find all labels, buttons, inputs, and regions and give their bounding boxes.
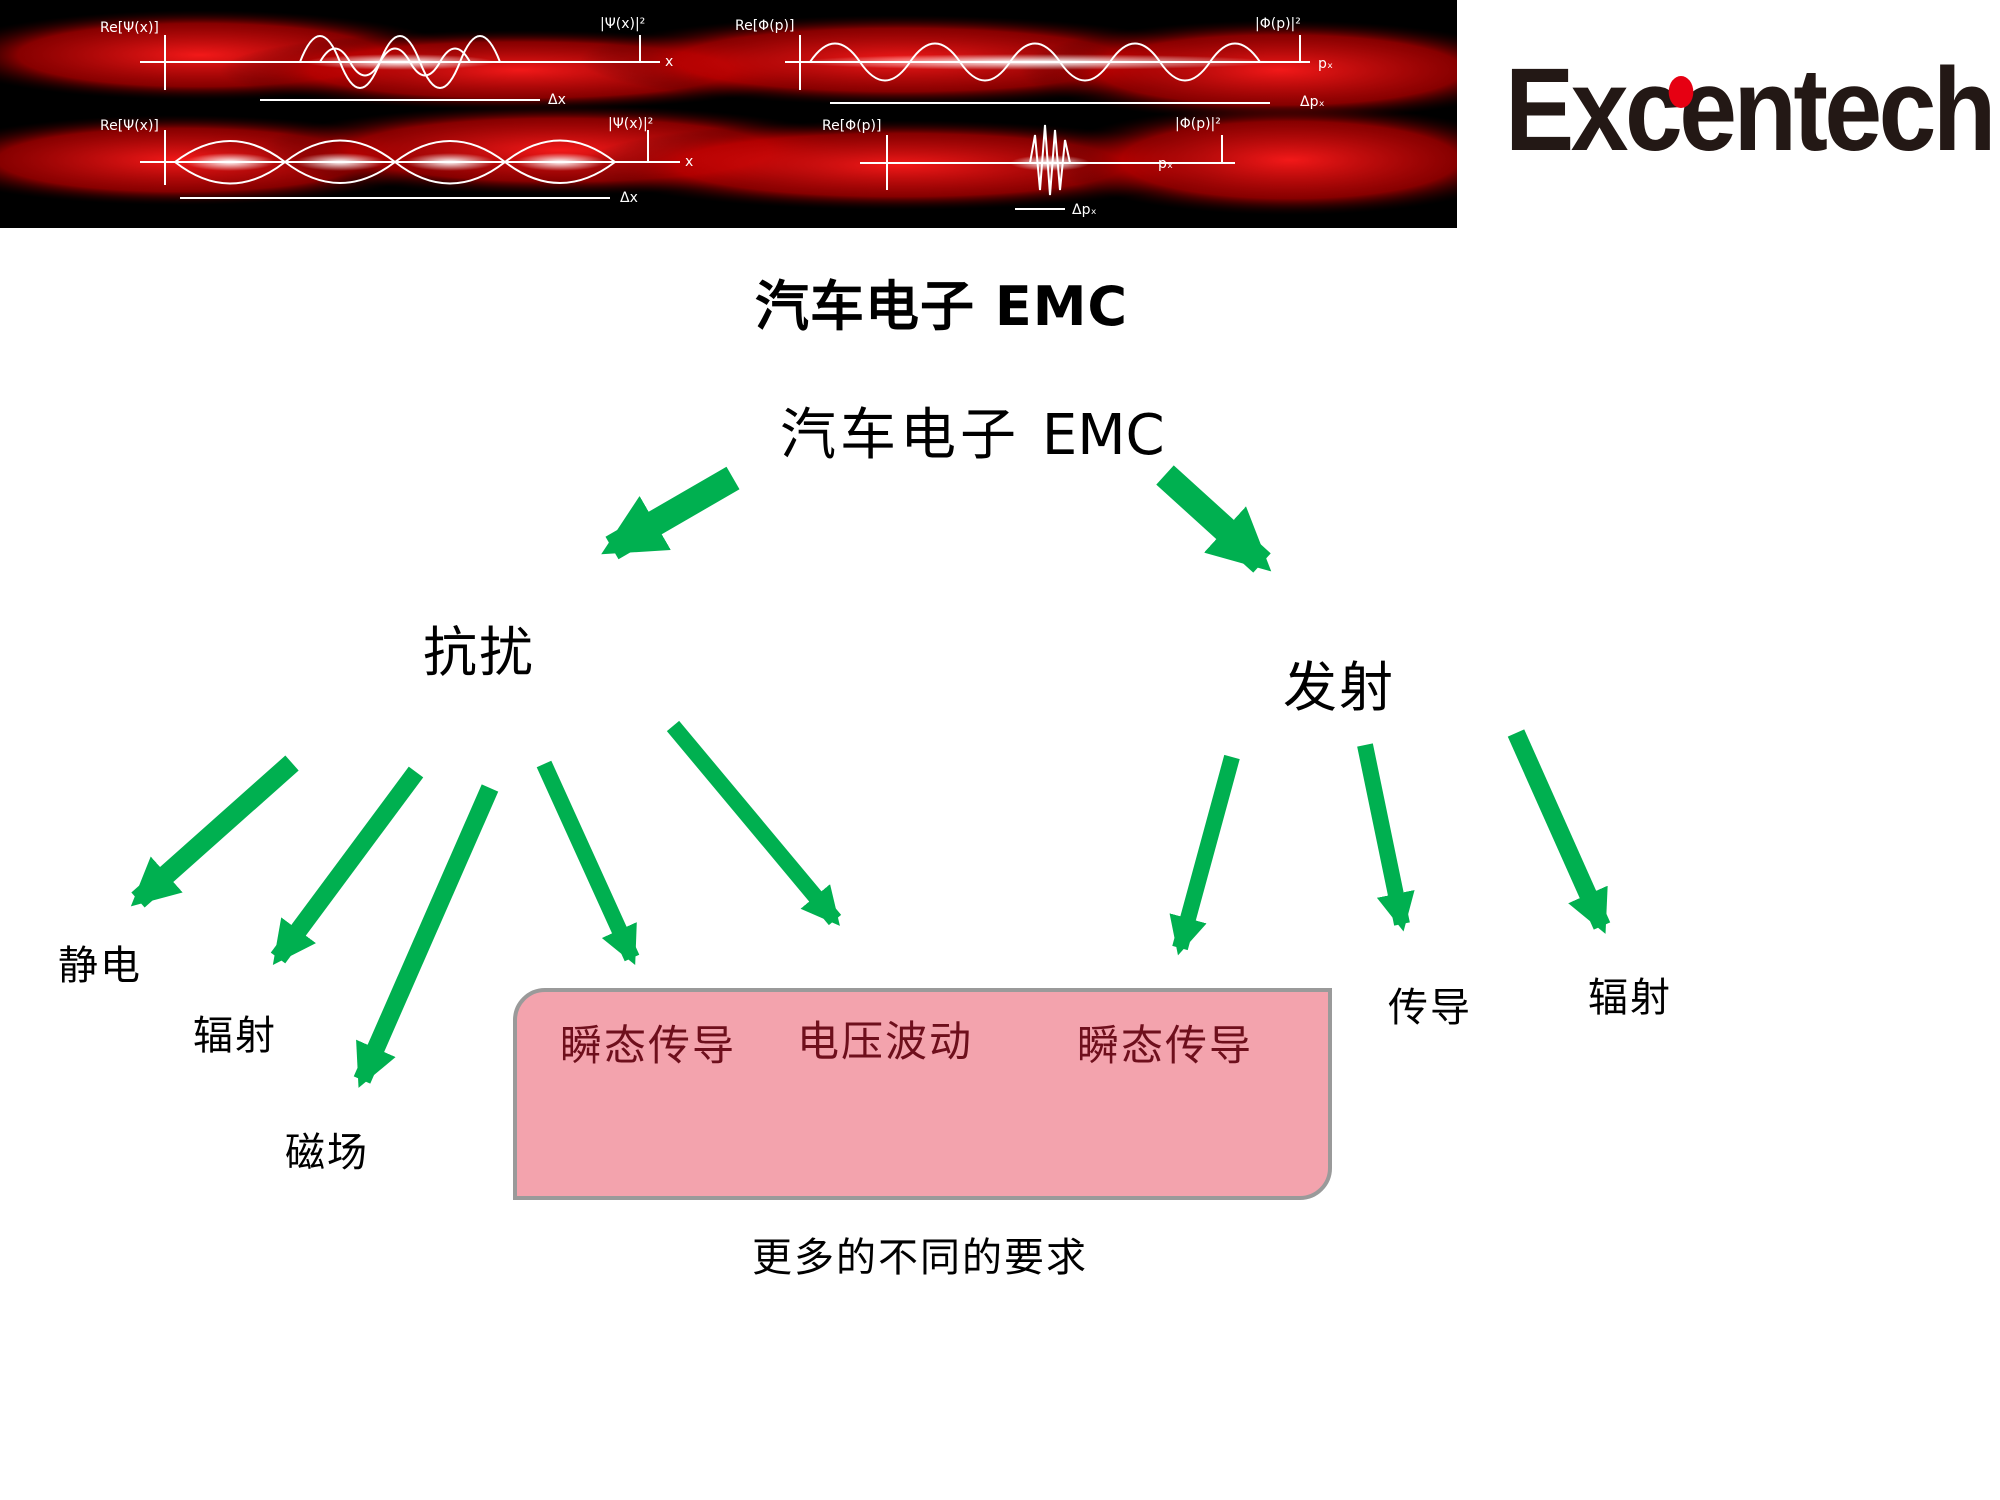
diagram-root-node: 汽车电子 EMC	[780, 390, 1165, 471]
leaf-immunity-radiation: 辐射	[193, 1013, 277, 1059]
svg-text:pₓ: pₓ	[1158, 156, 1173, 172]
svg-text:Re[Φ(p)]: Re[Φ(p)]	[735, 18, 794, 34]
leaf-conduction: 传导	[1388, 985, 1472, 1031]
logo-text-suffix: entech	[1679, 44, 1996, 176]
box-item-transient-conduction-immunity: 瞬态传导	[560, 1021, 737, 1070]
company-logo: Excentech	[1505, 51, 1996, 169]
svg-text:|Ψ(x)|²: |Ψ(x)|²	[600, 16, 645, 32]
arrow-root-to-immunity-icon	[601, 466, 740, 560]
leaf-emission-radiation: 辐射	[1588, 975, 1672, 1021]
svg-text:x: x	[685, 154, 693, 170]
box-item-voltage-fluctuation: 电压波动	[797, 1017, 974, 1066]
svg-text:|Φ(p)|²: |Φ(p)|²	[1255, 16, 1301, 32]
arrow-to-electrostatic-icon	[130, 755, 299, 908]
arrow-to-magnetic-field-icon	[353, 784, 499, 1088]
branch-node-emission: 发射	[1283, 656, 1395, 719]
branch-node-immunity: 抗扰	[423, 621, 535, 684]
root-label-cjk: 汽车电子	[780, 403, 1020, 468]
svg-text:|Ψ(x)|²: |Ψ(x)|²	[608, 116, 653, 132]
svg-text:x: x	[665, 54, 673, 70]
svg-text:Δpₓ: Δpₓ	[1072, 202, 1097, 218]
svg-text:Δx: Δx	[620, 190, 638, 206]
arrow-to-emission-radiation-icon	[1507, 729, 1611, 934]
arrow-to-transient-conduction-immunity-icon	[536, 760, 640, 965]
box-item-transient-conduction-emission: 瞬态传导	[1077, 1021, 1254, 1070]
wave-packet-illustration: Re[Ψ(x)] |Ψ(x)|² x Δx Re[Ψ(x)] |Ψ(x)|² x…	[0, 10, 1457, 218]
arrow-to-voltage-fluctuation-icon	[666, 720, 842, 926]
root-label-latin: EMC	[1041, 403, 1165, 468]
leaf-magnetic-field: 磁场	[285, 1130, 369, 1176]
slide-title-cjk: 汽车电子	[755, 274, 975, 338]
svg-text:|Φ(p)|²: |Φ(p)|²	[1175, 116, 1221, 132]
arrow-to-conduction-icon	[1357, 743, 1415, 932]
svg-text:pₓ: pₓ	[1318, 56, 1333, 72]
slide-title: 汽车电子 EMC	[755, 262, 1128, 341]
box-caption: 更多的不同的要求	[752, 1235, 1088, 1281]
svg-text:Re[Φ(p)]: Re[Φ(p)]	[822, 118, 881, 134]
svg-text:Δpₓ: Δpₓ	[1300, 94, 1325, 110]
logo-text-prefix: Exc	[1505, 44, 1683, 176]
shared-requirements-box	[513, 988, 1332, 1200]
arrow-to-immunity-radiation-icon	[270, 766, 424, 965]
arrow-root-to-emission-icon	[1156, 465, 1272, 573]
leaf-electrostatic: 静电	[58, 943, 142, 989]
svg-text:Re[Ψ(x)]: Re[Ψ(x)]	[100, 118, 159, 134]
slide-title-latin: EMC	[994, 275, 1129, 338]
arrow-to-transient-conduction-emission-icon	[1169, 754, 1240, 956]
svg-text:Δx: Δx	[548, 92, 566, 108]
svg-text:Re[Ψ(x)]: Re[Ψ(x)]	[100, 20, 159, 36]
logo-red-dot-icon	[1668, 76, 1694, 108]
header-banner-image: Re[Ψ(x)] |Ψ(x)|² x Δx Re[Ψ(x)] |Ψ(x)|² x…	[0, 0, 1457, 228]
